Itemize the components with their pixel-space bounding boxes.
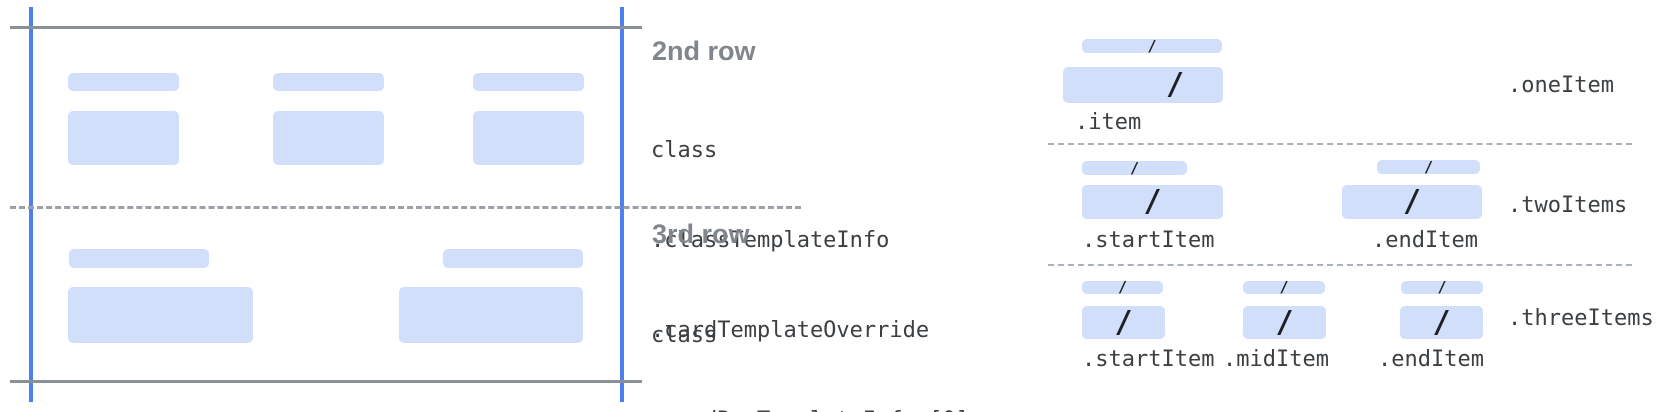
- card-top-edge-line: [10, 26, 642, 29]
- slash-separator-icon: /: [1432, 304, 1451, 340]
- field-label-placeholder: [443, 249, 583, 268]
- item-field-label: .midItem: [1223, 347, 1329, 372]
- item-label-bar: /: [1243, 278, 1325, 296]
- slash-separator-icon: /: [1165, 67, 1185, 102]
- item-field-label: .item: [1075, 110, 1142, 135]
- item-field-label: .endItem: [1378, 347, 1484, 372]
- code-line: .cardRowTemplateInfos[0]: [651, 406, 969, 412]
- row-divider-dashed-line: [10, 206, 801, 209]
- variant-divider-dashed-line: [1048, 264, 1632, 266]
- row-2-heading: 2nd row: [652, 36, 756, 66]
- slash-separator-icon: /: [1423, 157, 1434, 176]
- code-line: .cardTemplateOverride: [651, 318, 930, 343]
- item-field-label: .startItem: [1082, 228, 1215, 253]
- variant-divider-dashed-line: [1048, 143, 1632, 145]
- slash-separator-icon: /: [1437, 278, 1447, 296]
- slash-separator-icon: /: [1279, 278, 1289, 296]
- item-value-bar: /: [1082, 306, 1165, 339]
- item-label-bar: /: [1082, 278, 1163, 296]
- item-value-bar: /: [1082, 185, 1223, 219]
- item-field-label: .startItem: [1082, 347, 1215, 372]
- right-guide-line: [620, 7, 624, 402]
- item-value-bar: /: [1243, 306, 1326, 339]
- field-value-placeholder: [473, 111, 584, 165]
- item-label-bar: /: [1377, 157, 1480, 176]
- row-class-label: .oneItem: [1508, 73, 1614, 98]
- field-value-placeholder: [399, 287, 583, 343]
- code-line: class: [651, 138, 718, 163]
- slash-separator-icon: /: [1402, 184, 1422, 219]
- field-label-placeholder: [68, 73, 179, 91]
- slash-separator-icon: /: [1275, 304, 1294, 340]
- item-field-label: .endItem: [1372, 228, 1478, 253]
- slash-separator-icon: /: [1114, 304, 1133, 340]
- card-bottom-edge-line: [10, 380, 642, 383]
- left-guide-line: [29, 7, 33, 402]
- slash-separator-icon: /: [1117, 278, 1128, 296]
- slash-separator-icon: /: [1129, 158, 1140, 177]
- item-label-bar: /: [1401, 278, 1483, 296]
- code-line: class: [651, 323, 718, 348]
- row-class-label: .twoItems: [1508, 193, 1628, 218]
- field-label-placeholder: [69, 249, 209, 268]
- row-class-label: .threeItems: [1508, 306, 1654, 331]
- field-value-placeholder: [68, 287, 253, 343]
- field-label-placeholder: [473, 73, 584, 91]
- slash-separator-icon: /: [1147, 36, 1157, 55]
- field-value-placeholder: [68, 111, 179, 165]
- item-value-bar: /: [1342, 185, 1482, 219]
- row-3-heading: 3rd row: [652, 219, 750, 249]
- item-label-bar: /: [1082, 36, 1222, 55]
- slash-separator-icon: /: [1143, 184, 1162, 219]
- field-value-placeholder: [273, 111, 384, 165]
- item-value-bar: /: [1063, 67, 1223, 103]
- code-line: .classTemplateInfo: [651, 228, 890, 253]
- item-value-bar: /: [1400, 306, 1483, 339]
- row-3-class-path: class .classTemplateInfo .cardTemplateOv…: [651, 261, 969, 412]
- row-2-class-path: class .classTemplateInfo .cardTemplateOv…: [651, 76, 969, 412]
- item-label-bar: /: [1082, 158, 1187, 177]
- field-label-placeholder: [273, 73, 384, 91]
